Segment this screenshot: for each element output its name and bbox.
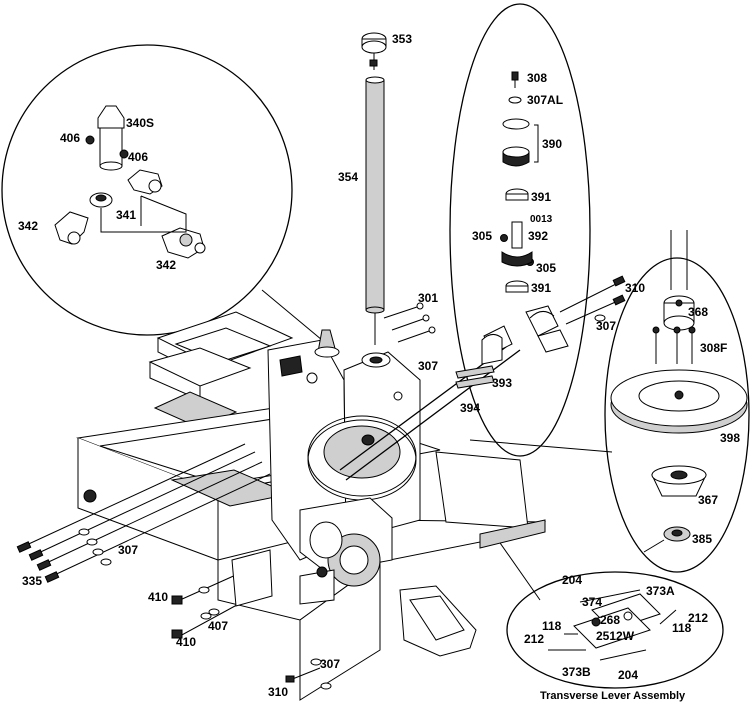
label-342-b: 342 [156,258,176,272]
detail-ellipse-transverse-lever [506,571,724,689]
label-308: 308 [527,71,547,85]
label-391-a: 391 [531,190,551,204]
label-335: 335 [22,574,42,588]
detail-circle-340s-assembly [1,44,293,336]
label-367: 367 [698,493,718,507]
label-342-a: 342 [18,219,38,233]
label-307-a: 307 [418,359,438,373]
label-204-b: 204 [618,668,638,682]
detail-ellipse-pinion-stack [449,3,591,457]
label-0013: 0013 [530,214,553,225]
label-118-a: 118 [542,619,562,633]
label-341: 341 [116,208,136,222]
detail-ellipse-gear-398 [604,230,750,573]
label-374: 374 [582,595,602,609]
label-307-c: 307 [118,543,138,557]
label-385: 385 [692,532,712,546]
label-212-a: 212 [524,632,544,646]
label-410-a: 410 [148,590,168,604]
label-307al: 307AL [527,93,563,107]
label-212-b: 212 [688,611,708,625]
label-340s: 340S [126,116,154,130]
label-392: 392 [528,229,548,243]
label-204-a: 204 [562,573,582,587]
label-391-b: 391 [531,281,551,295]
label-307-d: 307 [320,657,340,671]
shaft-354 [361,32,387,345]
label-354: 354 [338,170,358,184]
label-393: 393 [492,376,512,390]
label-118-b: 118 [672,621,692,635]
leader-line-detail [261,289,323,341]
label-310-a: 310 [625,281,645,295]
label-310-b: 310 [268,685,288,699]
label-398: 398 [720,431,740,445]
label-307-b: 307 [596,319,616,333]
label-301: 301 [418,291,438,305]
label-390: 390 [542,137,562,151]
label-353: 353 [392,32,412,46]
label-373a: 373A [646,584,675,598]
label-406-a: 406 [60,131,80,145]
label-410-b: 410 [176,635,196,649]
label-268: 268 [600,613,620,627]
label-406-b: 406 [128,150,148,164]
label-407: 407 [208,619,228,633]
leader-line-gear [469,439,613,453]
label-2512w: 2512W [596,629,635,643]
label-308f: 308F [700,341,727,355]
caption-transverse-lever-assembly: Transverse Lever Assembly [540,690,686,702]
label-305-a: 305 [472,229,492,243]
main-chassis-assembly [16,275,626,701]
label-368: 368 [688,305,708,319]
label-394: 394 [460,401,480,415]
label-305-b: 305 [536,261,556,275]
label-373b: 373B [562,665,591,679]
